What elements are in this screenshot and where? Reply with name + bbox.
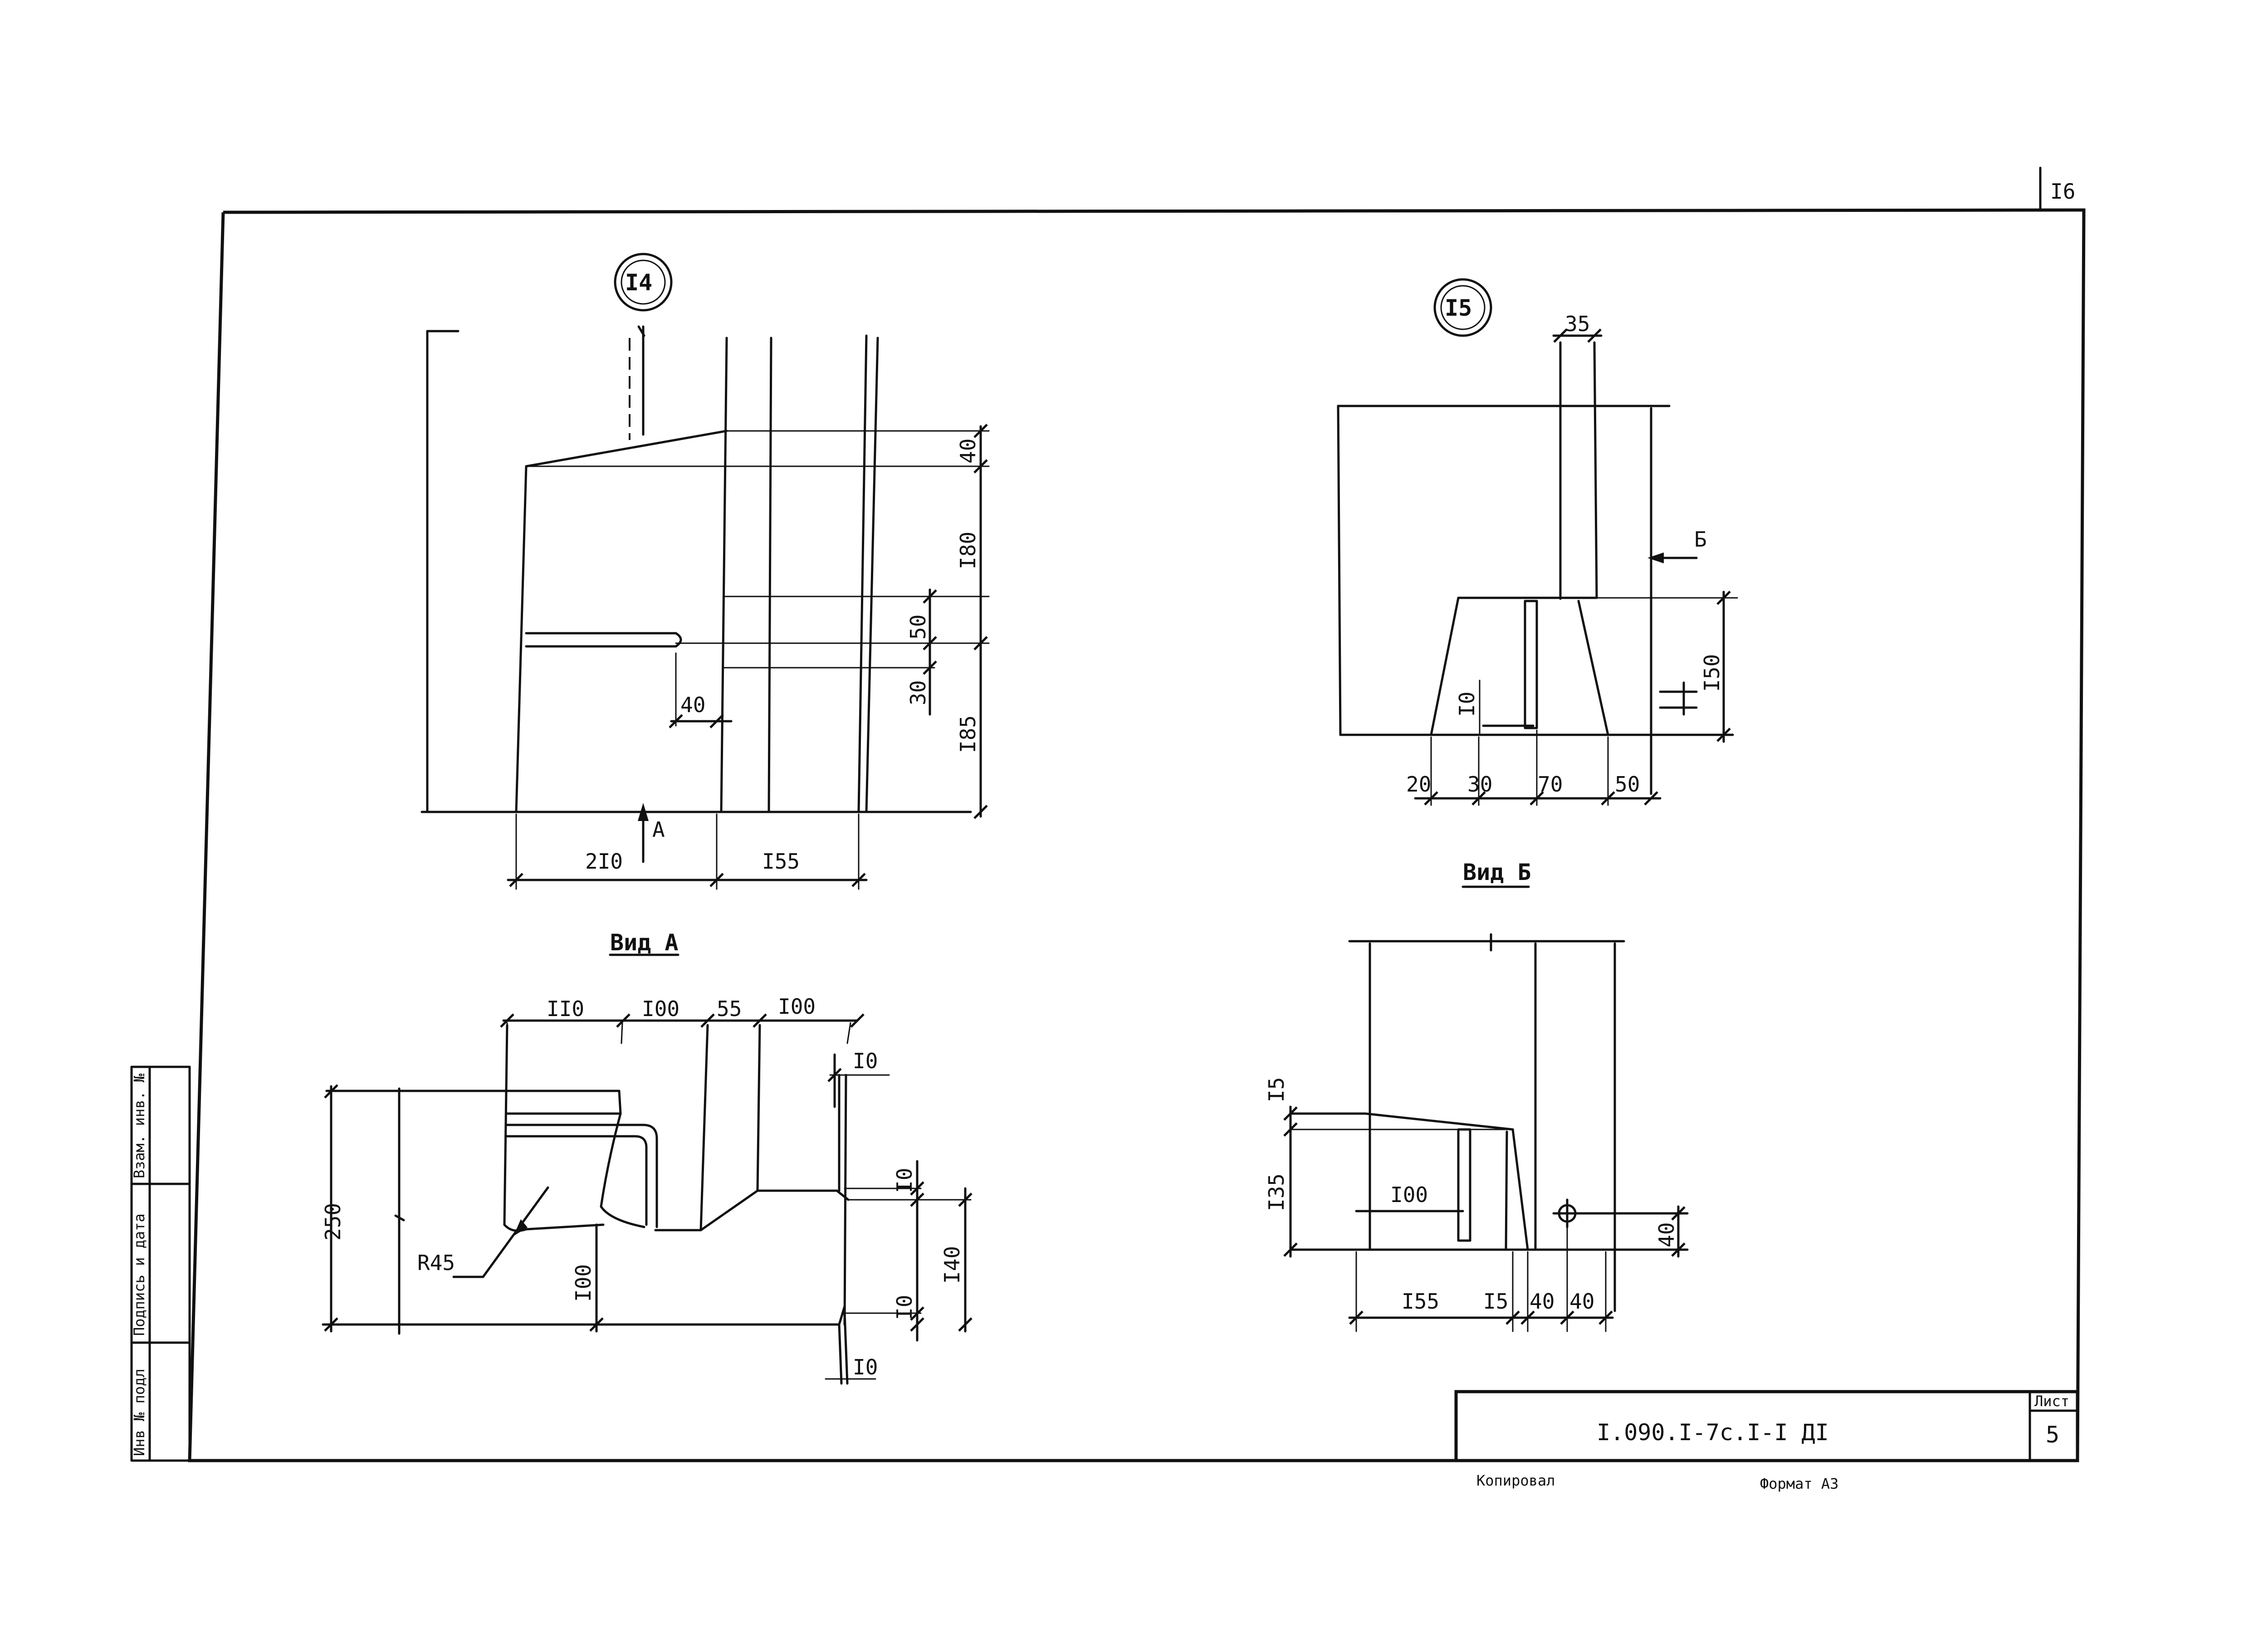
stamp-sign-date: Подпись и дата	[131, 1213, 148, 1336]
vb-dim-100: I00	[1390, 1183, 1428, 1207]
vb-dim-15-h: I5	[1483, 1289, 1508, 1314]
va-dim-140: I40	[940, 1246, 964, 1284]
title-block: Лист 5 I.090.I-7c.I-I ДI Копировал Форма…	[1454, 1390, 2079, 1492]
n15-dim-10: I0	[1455, 692, 1479, 717]
va-dim-10-bot: I0	[853, 1355, 878, 1379]
va-dim-250: 250	[321, 1203, 345, 1241]
vb-dim-155: I55	[1402, 1289, 1439, 1314]
view-a-title: Вид А	[610, 929, 679, 956]
n14-dim-180: I80	[956, 532, 980, 569]
va-dim-55: 55	[717, 997, 742, 1021]
view-b-title: Вид Б	[1463, 859, 1531, 885]
node-15-arrow-label: Б	[1694, 527, 1707, 552]
copied-by: Копировал	[1476, 1472, 1555, 1489]
node-15-mark: I5	[1445, 295, 1472, 321]
document-code: I.090.I-7c.I-I ДI	[1597, 1419, 1829, 1446]
corner-number: I6	[2050, 179, 2075, 204]
n14-dim-155: I55	[762, 849, 800, 874]
view-b: Вид Б	[1264, 859, 1689, 1332]
vb-dim-40a: 40	[1530, 1289, 1554, 1314]
node-14: I4	[420, 253, 990, 890]
n14-dim-40-top: 40	[956, 439, 980, 464]
vb-dim-135: I35	[1264, 1173, 1289, 1211]
stamp-inv-original: Инв № подл	[131, 1369, 148, 1456]
va-dim-100a: I00	[642, 997, 679, 1021]
n14-dim-30: 30	[906, 680, 930, 705]
sheet-format: Формат А3	[1760, 1475, 1838, 1492]
n15-dim-70: 70	[1538, 772, 1563, 797]
n15-dim-20: 20	[1406, 772, 1431, 797]
stamp-inv-replace: Взам. инв. №	[131, 1073, 148, 1178]
n14-dim-50: 50	[906, 615, 930, 640]
n15-dim-50: 50	[1615, 772, 1640, 797]
view-a-radius: R45	[417, 1251, 455, 1275]
sheet-label: Лист	[2034, 1393, 2069, 1410]
view-a: Вид А	[321, 929, 973, 1385]
vb-dim-15-v: I5	[1264, 1077, 1289, 1102]
va-dim-10-top: I0	[853, 1049, 878, 1073]
sheet-number: 5	[2046, 1422, 2059, 1448]
node-15: I5	[1337, 278, 1738, 806]
vb-dim-40b: 40	[1569, 1289, 1594, 1314]
sheet-frame: I6	[188, 166, 2086, 1462]
va-dim-10-mid: I0	[892, 1168, 917, 1193]
va-dim-110: II0	[547, 997, 584, 1021]
n14-dim-40-stub: 40	[680, 693, 705, 717]
n15-dim-150: I50	[1700, 654, 1724, 692]
n14-dim-185: I85	[956, 715, 980, 753]
va-dim-100-v: I00	[571, 1264, 596, 1302]
va-dim-100b: I00	[778, 994, 816, 1019]
vb-dim-40-v: 40	[1654, 1222, 1679, 1247]
n15-dim-30: 30	[1467, 772, 1492, 797]
n15-dim-35: 35	[1565, 312, 1590, 336]
side-stamp: Инв № подл Подпись и дата Взам. инв. №	[130, 1065, 191, 1462]
va-dim-10-low: I0	[892, 1295, 917, 1320]
node-14-mark: I4	[625, 269, 652, 296]
n14-dim-210: 2I0	[585, 849, 623, 874]
node-14-arrow-label: А	[652, 817, 665, 842]
